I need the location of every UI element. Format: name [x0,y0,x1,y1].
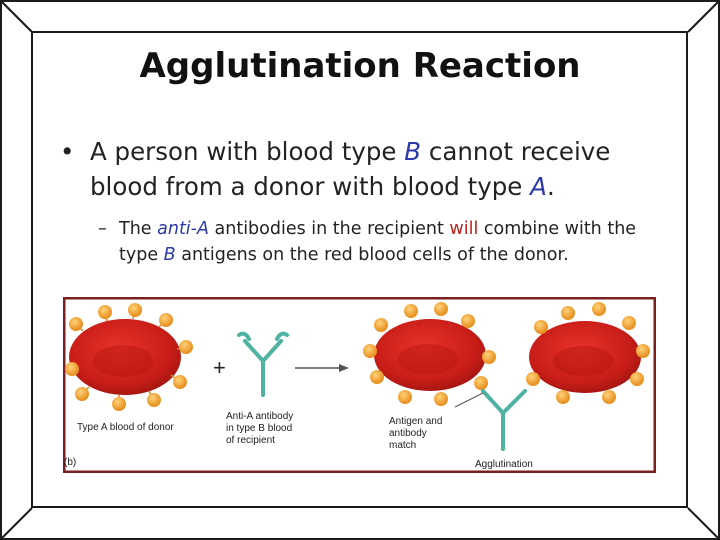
plus-sign: + [213,355,226,380]
antibody-label-line3: of recipient [226,435,275,446]
bullet-main: • A person with blood type B cannot rece… [60,134,680,204]
antibody-icon [237,331,289,397]
bullet-main-text: A person with blood type B cannot receiv… [90,137,611,201]
bridging-antibody-icon [481,389,527,451]
antibody-label-line1: Anti-A antibody [226,411,293,422]
blood-type-a: A [530,172,547,201]
antibody-label-line2: in type B blood [226,423,292,434]
bullet-sub-text: The anti-A antibodies in the recipient w… [119,219,637,265]
panel-letter: (b) [64,457,76,468]
match-pointer-line [454,392,484,408]
donor-label: Type A blood of donor [77,422,174,433]
bullet-dot: • [60,137,75,166]
type-b-term: B [163,245,176,265]
will-term: will [449,219,479,239]
anti-a-term: anti-A [157,219,209,239]
slide-title: Agglutination Reaction [139,46,581,86]
match-label-line2: antibody [389,428,427,439]
match-label-line1: Antigen and [389,416,442,427]
arrow-right-icon [295,364,349,372]
match-label-line3: match [389,440,416,451]
agglutination-figure: Type A blood of donor (b) + Anti-A antib… [62,296,657,474]
agglutination-label: Agglutination [475,459,533,470]
recipient-agglutinated-cell-right [526,302,650,404]
recipient-agglutinated-cell-left [363,302,496,406]
bullet-dash: – [98,219,107,239]
donor-red-blood-cell [65,303,193,411]
figure-illustration: Type A blood of donor (b) + Anti-A antib… [62,296,657,474]
blood-type-b: B [404,137,422,166]
bullet-sub: – The anti-A antibodies in the recipient… [98,216,678,268]
